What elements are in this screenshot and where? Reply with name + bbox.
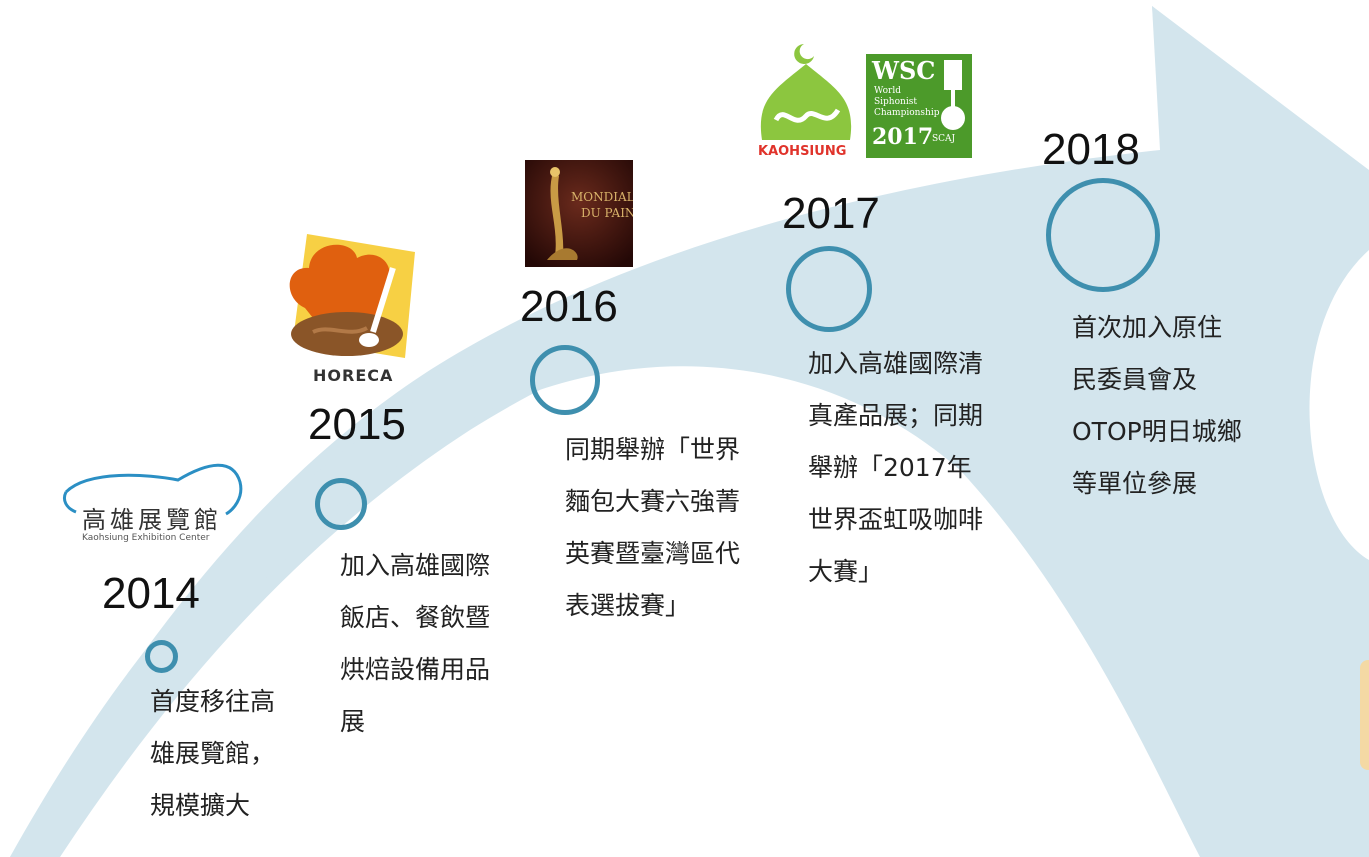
year-2017: 2017 — [782, 189, 880, 238]
year-2014: 2014 — [102, 569, 200, 618]
wsc-logo-org: SCAJ — [932, 134, 956, 144]
milestone-description-2014: 首度移往高 雄展覽館， 規模擴大 — [150, 687, 276, 820]
year-2015: 2015 — [308, 400, 406, 449]
wsc-logo: WSC World Siphonist Championship 2017 SC… — [866, 54, 972, 158]
milestone-description-2016: 同期舉辦「世界 麵包大賽六強菁 英賽暨臺灣區代 表選拔賽」 — [565, 435, 741, 620]
wsc-logo-year: 2017 — [872, 124, 934, 150]
kec-logo-english: Kaohsiung Exhibition Center — [82, 533, 210, 543]
year-2016: 2016 — [520, 282, 618, 331]
wsc-logo-line1: World — [874, 86, 901, 96]
trophy-icon — [525, 160, 633, 267]
year-2018: 2018 — [1042, 125, 1140, 174]
mondial-logo-line2: DU PAIN — [581, 206, 633, 220]
wsc-logo-title: WSC — [872, 56, 936, 85]
milestone-description-2018: 首次加入原住 民委員會及 OTOP明日城鄉 等單位參展 — [1072, 313, 1242, 498]
wsc-logo-line2: Siphonist — [874, 97, 917, 107]
siphon-icon — [941, 60, 965, 130]
halal-dome-icon — [760, 44, 852, 140]
wave-roof-icon — [62, 463, 243, 516]
mondial-du-pain-logo: MONDIAL DU PAIN — [525, 160, 633, 267]
milestone-marker-2015 — [315, 478, 367, 530]
milestone-marker-2016 — [530, 345, 600, 415]
milestone-marker-2014 — [145, 640, 178, 673]
milestone-marker-2017 — [786, 246, 872, 332]
horeca-chef-hat-icon — [289, 234, 415, 358]
wsc-logo-line3: Championship — [874, 108, 940, 118]
halal-logo-text: KAOHSIUNG — [758, 144, 847, 159]
kec-logo-name: 高雄展覽館 — [82, 506, 222, 534]
milestone-description-2015: 加入高雄國際 飯店、餐飲暨 烘焙設備用品 展 — [340, 551, 491, 736]
horeca-logo-text: HORECA — [313, 366, 394, 385]
kaohsiung-exhibition-center-logo: 高雄展覽館 Kaohsiung Exhibition Center — [58, 452, 248, 552]
milestone-marker-2018 — [1046, 178, 1160, 292]
halal-kaohsiung-logo: KAOHSIUNG — [754, 40, 858, 164]
edge-decoration — [1360, 660, 1369, 770]
horeca-logo: HORECA — [283, 228, 419, 388]
mondial-logo-line1: MONDIAL — [571, 190, 633, 204]
milestone-description-2017: 加入高雄國際清 真產品展；同期 舉辦「2017年 世界盃虹吸咖啡 大賽」 — [808, 349, 984, 586]
